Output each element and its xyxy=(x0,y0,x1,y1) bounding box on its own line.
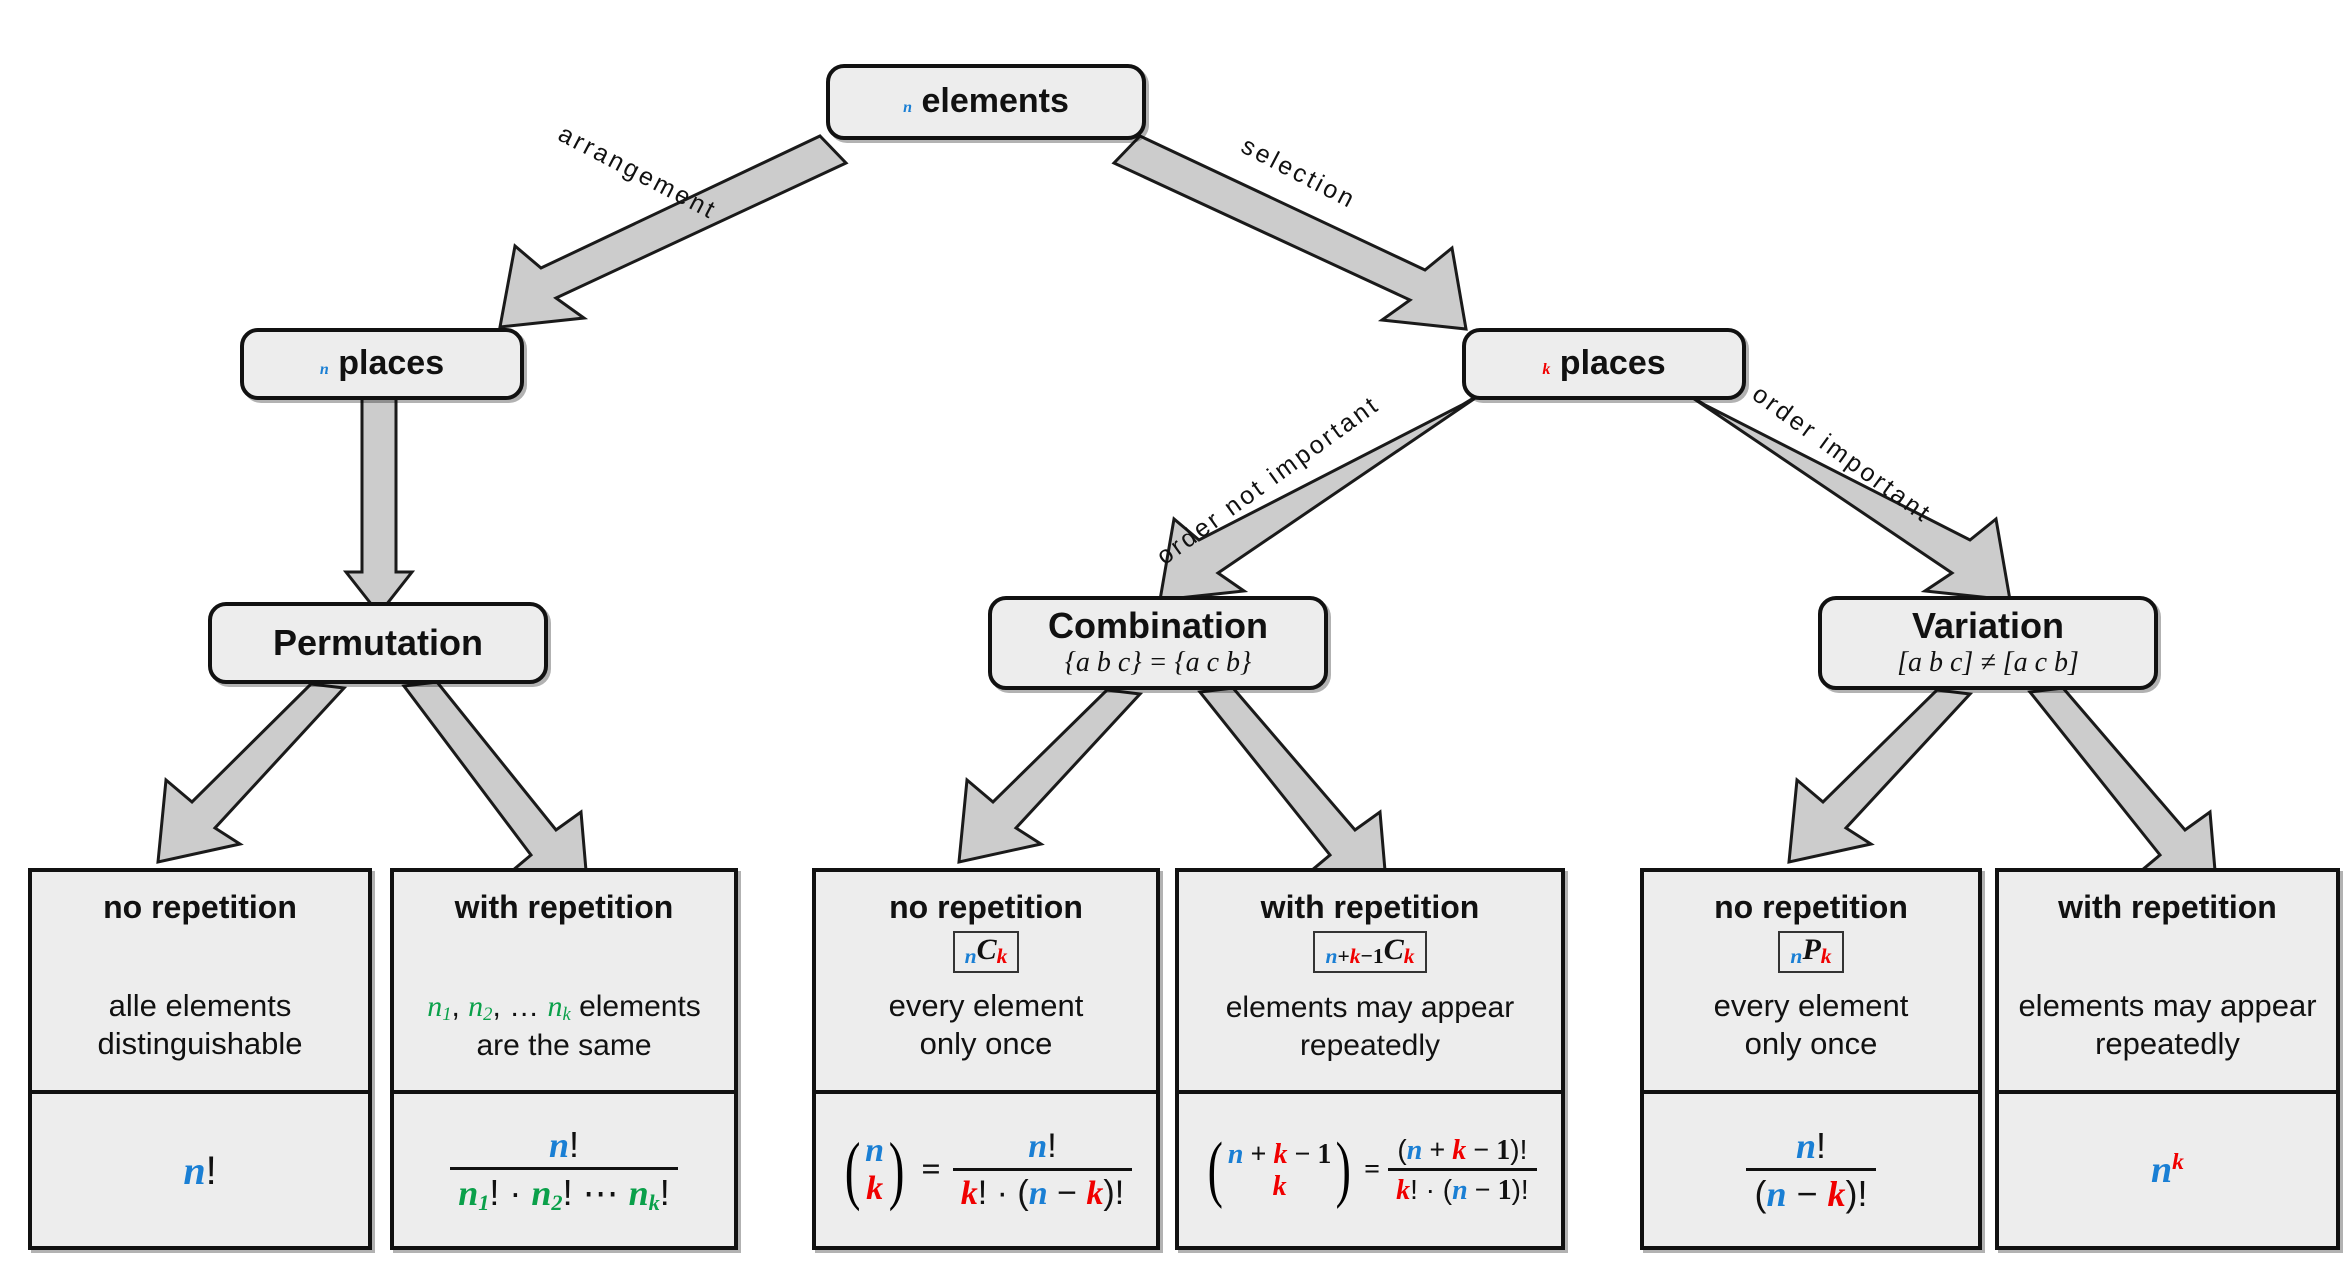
arrow-var-no-rep xyxy=(1787,688,1974,864)
node-k-places-label: k places xyxy=(1542,344,1666,383)
var-n: n xyxy=(319,361,329,379)
edge-label-arrangement: arrangement xyxy=(553,119,722,226)
arrow-order-important xyxy=(1677,386,2012,602)
node-variation[interactable]: Variation [a b c] ≠ [a c b] xyxy=(1818,596,2158,690)
node-permutation[interactable]: Permutation xyxy=(208,602,548,684)
var-k: k xyxy=(1542,361,1551,379)
leaf-var-with-rep-formula: nk xyxy=(1999,1094,2336,1246)
node-n-elements-text: elements xyxy=(921,82,1069,121)
node-n-elements-label: n elements xyxy=(903,82,1069,121)
node-permutation-label: Permutation xyxy=(272,622,484,664)
formula-permutation-nk: n! (n − k)! xyxy=(1746,1125,1876,1215)
node-n-places-text: places xyxy=(338,344,445,383)
leaf-head: no repetition xyxy=(103,889,297,925)
notation-nPk: nPk xyxy=(1778,931,1844,973)
arrow-nplaces-permutation xyxy=(342,396,416,617)
node-k-places[interactable]: k places xyxy=(1462,328,1746,400)
node-variation-example: [a b c] ≠ [a c b] xyxy=(1897,646,2079,678)
edge-label-order-important: order important xyxy=(1747,379,1938,529)
leaf-head: no repetition xyxy=(1714,889,1908,925)
arrow-order-not-important xyxy=(1158,386,1491,602)
leaf-head: with repetition xyxy=(2058,889,2277,925)
formula-multiset-permutation: n! n1! · n2! ⋯ nk! xyxy=(450,1124,678,1215)
notation-n-plus-k-minus-1-C-k: n+k−1Ck xyxy=(1313,931,1427,973)
node-n-places-label: n places xyxy=(319,344,445,383)
leaf-perm-with-rep-formula: n! n1! · n2! ⋯ nk! xyxy=(394,1094,734,1246)
edge-label-selection: selection xyxy=(1236,131,1362,215)
leaf-comb-with-rep[interactable]: with repetition n+k−1Ck elements may app… xyxy=(1175,868,1565,1250)
node-k-places-text: places xyxy=(1559,344,1666,383)
notation-nCk: nCk xyxy=(952,931,1020,973)
arrow-comb-with-rep xyxy=(1197,686,1389,896)
leaf-head: no repetition xyxy=(889,889,1083,925)
formula-n-power-k: nk xyxy=(2151,1149,2184,1191)
leaf-comb-with-rep-top: with repetition n+k−1Ck elements may app… xyxy=(1179,872,1561,1094)
node-combination-label: Combination xyxy=(1048,605,1268,647)
node-n-places[interactable]: n places xyxy=(240,328,524,400)
node-variation-label: Variation xyxy=(1911,605,2065,647)
arrow-comb-no-rep xyxy=(957,688,1144,864)
node-combination-example: {a b c} = {a c b} xyxy=(1064,646,1252,678)
leaf-head: with repetition xyxy=(1260,889,1480,925)
arrow-var-with-rep xyxy=(2027,686,2219,896)
node-combination[interactable]: Combination {a b c} = {a c b} xyxy=(988,596,1328,690)
arrow-perm-with-rep xyxy=(401,680,590,896)
formula-n-factorial: n! xyxy=(183,1147,217,1193)
leaf-var-no-rep-formula: n! (n − k)! xyxy=(1644,1094,1978,1246)
arrow-perm-no-rep xyxy=(156,682,348,864)
leaf-head: with repetition xyxy=(454,889,674,925)
edge-label-order-not-important: order not important xyxy=(1151,390,1385,571)
leaf-perm-no-rep-formula: n! xyxy=(32,1094,368,1246)
var-n: n xyxy=(903,99,913,117)
arrow-arrangement xyxy=(498,134,849,329)
node-n-elements[interactable]: n elements xyxy=(826,64,1146,140)
